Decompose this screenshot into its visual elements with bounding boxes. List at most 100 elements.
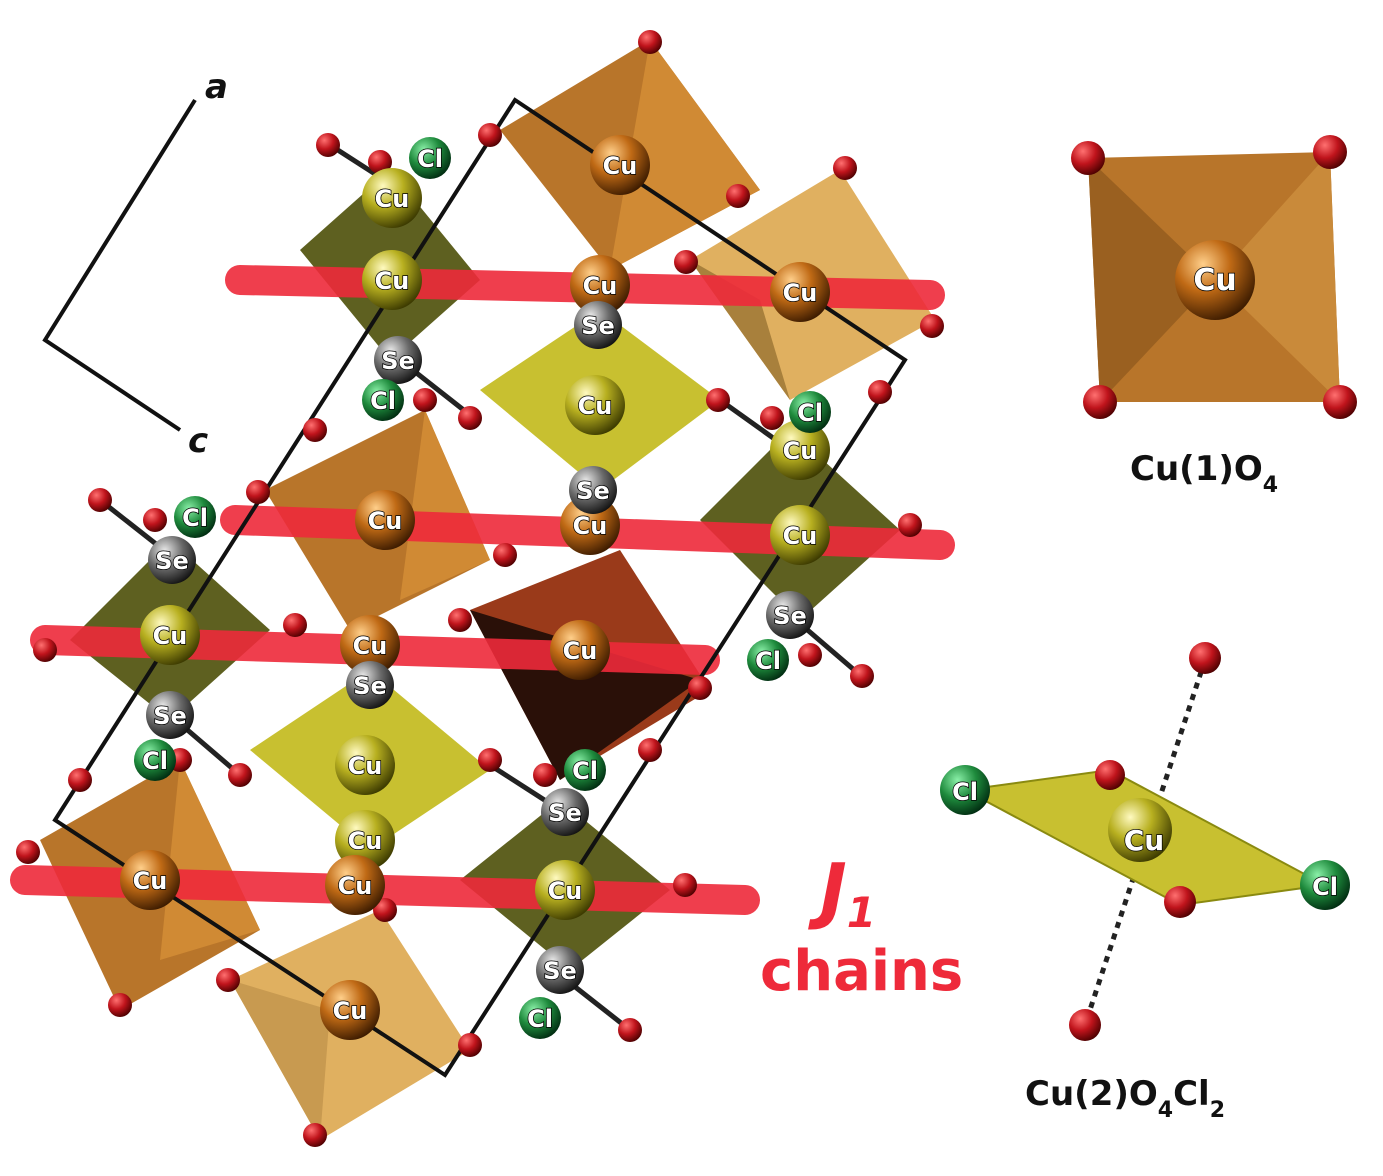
cl-atom: [409, 137, 451, 179]
oxygen-atom: [533, 763, 557, 787]
cl-atom: [564, 749, 606, 791]
cu1-atom-label: Cu: [563, 637, 598, 665]
cl-atom: [747, 639, 789, 681]
cu2-atom-label: Cu: [783, 522, 818, 550]
oxygen-atom: [798, 643, 822, 667]
oxygen-atom: [478, 123, 502, 147]
cu2-atom: [335, 735, 395, 795]
se-atom: [146, 691, 194, 739]
oxygen-atom: [478, 748, 502, 772]
cu1-atom: [355, 490, 415, 550]
cu2-atom-label: Cu: [375, 185, 410, 213]
oxygen-atom: [368, 150, 392, 174]
cu2-atom-label: Cu: [348, 752, 383, 780]
cu2-atom-label: Cu: [548, 877, 583, 905]
oxygen-atom: [458, 406, 482, 430]
oxygen-atom: [638, 738, 662, 762]
oxygen-atom: [726, 184, 750, 208]
cu1-atom: [120, 850, 180, 910]
cu2-atom: [362, 250, 422, 310]
cu2-atom-label: Cu: [578, 392, 613, 420]
cl-atom-label: Cl: [370, 387, 396, 415]
cu1-atom-label: Cu: [133, 867, 168, 895]
se-atom: [541, 788, 589, 836]
j1-chains-label: J1 chains: [760, 848, 963, 1004]
oxygen-atom: [16, 840, 40, 864]
cl-atom-label: Cl: [755, 647, 781, 675]
cu2-atom-label: Cu: [348, 827, 383, 855]
oxygen-atom: [88, 488, 112, 512]
oxygen-atom: [493, 543, 517, 567]
cl-atom: [519, 997, 561, 1039]
oxygen-atom: [316, 133, 340, 157]
cu2-atom: [362, 168, 422, 228]
oxygen-atom: [850, 664, 874, 688]
oxygen-atom: [673, 873, 697, 897]
chains-label: chains: [760, 939, 963, 1004]
j1-letter: J: [808, 848, 847, 932]
se-atom: [569, 466, 617, 514]
oxygen-atom: [638, 30, 662, 54]
cu1o4-caption: Cu(1)O4: [1130, 449, 1278, 498]
oxygen-atom: [833, 156, 857, 180]
cu2-atom: [335, 810, 395, 870]
oxygen-atom: [108, 993, 132, 1017]
cl-atom-label: Cl: [572, 757, 598, 785]
oxygen-atom: [303, 1123, 327, 1147]
j1-subscript: 1: [847, 888, 876, 937]
cu2-atom-label: Cu: [783, 437, 818, 465]
cl-atom-label: Cl: [182, 504, 208, 532]
cu2-atom: [535, 860, 595, 920]
cl-atom: [789, 391, 831, 433]
cl-atom-label: Cl: [417, 145, 443, 173]
cu2o4cl2-o-atom: [1095, 760, 1125, 790]
cu1o4-panel: Cu Cu(1)O4: [1071, 135, 1357, 498]
cu2o4cl2-caption-main-a: Cu(2)O: [1025, 1074, 1158, 1114]
oxygen-atom: [920, 314, 944, 338]
cu1o4-caption-main: Cu(1)O: [1130, 449, 1263, 489]
cu1o4-caption-sub: 4: [1263, 473, 1278, 498]
cu2o4cl2-cl-label: Cl: [1312, 873, 1338, 901]
cu2-atom-label: Cu: [153, 622, 188, 650]
cu1-atom: [340, 615, 400, 675]
cu2o4cl2-caption-sub-b: 2: [1210, 1098, 1225, 1123]
cu2o4cl2-o-atom: [1189, 642, 1221, 674]
cu2o4cl2-cu-atom: [1108, 798, 1172, 862]
cu2o4cl2-caption-sub-a: 4: [1158, 1098, 1173, 1123]
se-atom-label: Se: [353, 672, 387, 700]
cu2-atom: [770, 505, 830, 565]
se-atom-label: Se: [155, 547, 189, 575]
cu1o4-o-atom: [1323, 385, 1357, 419]
oxygen-atom: [448, 608, 472, 632]
cu2o4cl2-caption-main-b: Cl: [1173, 1074, 1210, 1114]
se-atom-label: Se: [576, 477, 610, 505]
oxygen-atom: [228, 763, 252, 787]
se-atom: [574, 301, 622, 349]
axis-a-label: a: [205, 67, 228, 107]
cu1-atom-label: Cu: [338, 872, 373, 900]
oxygen-atom: [33, 638, 57, 662]
cu2o4cl2-cu-label: Cu: [1124, 824, 1164, 857]
oxygen-atom: [373, 898, 397, 922]
cu1-polyhedron-face: [610, 40, 760, 270]
cl-atom-label: Cl: [527, 1005, 553, 1033]
cu1o4-o-atom: [1071, 141, 1105, 175]
axes-lines: [42, 98, 197, 432]
cu1-atom: [320, 980, 380, 1040]
cu1o4-o-atom: [1313, 135, 1347, 169]
oxygen-atom: [68, 768, 92, 792]
cu1o4-cu-label: Cu: [1193, 263, 1236, 298]
oxygen-atom: [458, 1033, 482, 1057]
cu1o4-face: [1215, 152, 1340, 402]
cu1-polyhedron-face: [230, 980, 330, 1140]
se-atom-label: Se: [543, 957, 577, 985]
cu2o4cl2-o-atom: [1164, 886, 1196, 918]
cu2-atom: [770, 420, 830, 480]
cu1-atom-label: Cu: [573, 512, 608, 540]
oxygen-atom: [898, 513, 922, 537]
cl-atom: [174, 496, 216, 538]
cu1-atom-label: Cu: [353, 632, 388, 660]
oxygen-atom: [868, 380, 892, 404]
cu1-atom: [570, 255, 630, 315]
